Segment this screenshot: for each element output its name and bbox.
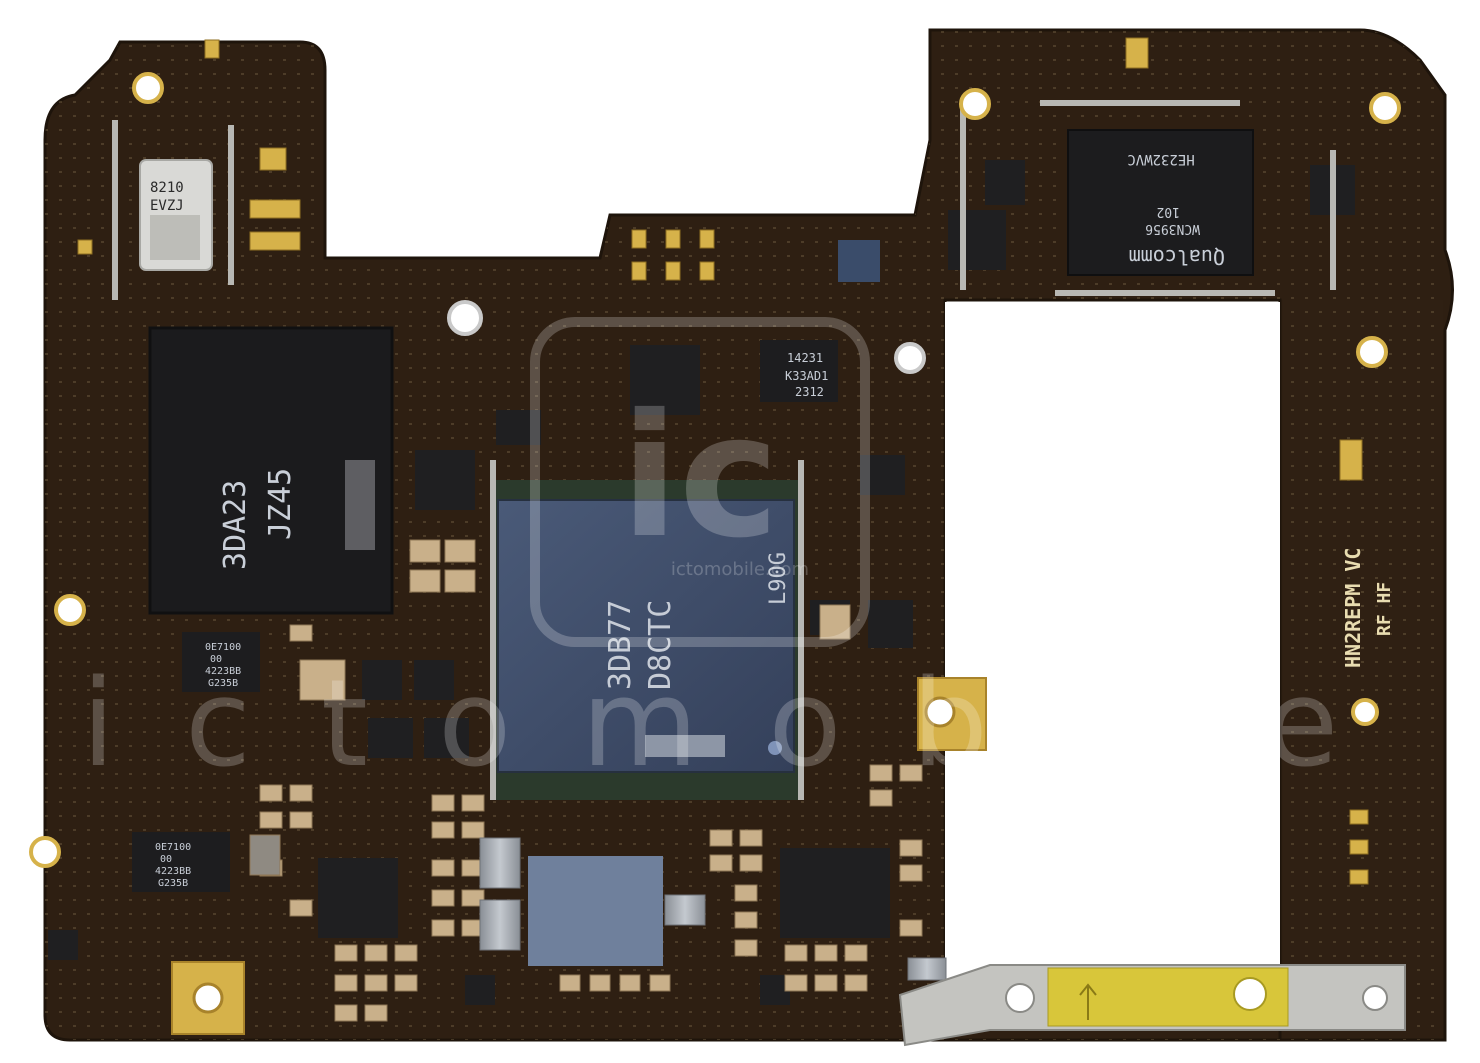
rf-module-line-1: 8210 (150, 180, 184, 196)
watermark: ic ictomobile.com ictomobile (82, 317, 1409, 794)
pmic-bl2-line-4: G235B (158, 878, 188, 889)
soc-line-1: 3DB77 (603, 600, 638, 690)
capacitor-field (249, 539, 923, 1022)
pmic-bottom-left-2: 0E7100 00 4223BB G235B (132, 832, 230, 892)
memory-chip-line-1: 3DA23 (218, 480, 253, 570)
silk-model-text: HN2REPM VC (1341, 548, 1365, 668)
pmic-bl1-line-4: G235B (208, 678, 238, 689)
watermark-site: ictomobile.com (671, 559, 809, 580)
gold-connector-pads (77, 37, 1369, 885)
soc-package: 3DB77 D8CTC L90G (492, 480, 798, 800)
steel-bracket (898, 964, 1406, 1047)
soc-pin1-dot (768, 741, 782, 755)
silk-rf-hf-text: RF HF (1374, 582, 1395, 636)
shield-walls (112, 100, 1336, 800)
pmic-bl2-line-2: 00 (160, 854, 172, 865)
pmic-bl2-line-3: 4223BB (155, 866, 191, 877)
qualcomm-chip: HE232WVC Qualcomm WCN3956 102 (1067, 129, 1254, 276)
pmic-bottom-left-1: 0E7100 00 4223BB G235B (182, 632, 260, 692)
qualcomm-line-1: WCN3956 (1145, 221, 1200, 236)
qualcomm-brand: Qualcomm (1129, 245, 1225, 269)
rf-module: 8210 EVZJ (139, 159, 213, 271)
qualcomm-top-line: HE232WVC (1127, 151, 1194, 167)
memory-chip-left: 3DA23 JZ45 (148, 326, 394, 615)
memory-chip-qr (345, 460, 375, 550)
watermark-word: ictomobile (82, 655, 1409, 794)
board-cutout (945, 302, 1280, 980)
pmic-bl1-line-2: 00 (210, 654, 222, 665)
rf-module-line-2: EVZJ (150, 198, 184, 214)
pmic-bl2-line-1: 0E7100 (155, 842, 191, 853)
pmic-bl1-line-3: 4223BB (205, 666, 241, 677)
soc-side-text: L90G (766, 552, 791, 605)
metal-inductors (479, 837, 947, 981)
pmic-top: 14231 K33AD1 2312 (760, 340, 838, 402)
soc-line-2: D8CTC (643, 600, 678, 690)
pmic-top-line-1: 14231 (787, 351, 823, 365)
pmic-bl1-line-1: 0E7100 (205, 642, 241, 653)
memory-chip-line-2: JZ45 (263, 468, 298, 540)
mounting-pads (29, 72, 1401, 1035)
watermark-logo: ic (620, 378, 779, 576)
soc-qr (645, 735, 725, 757)
pmic-top-line-2: K33AD1 (785, 369, 828, 383)
qualcomm-line-2: 102 (1157, 204, 1180, 219)
pmic-top-line-3: 2312 (795, 385, 824, 399)
